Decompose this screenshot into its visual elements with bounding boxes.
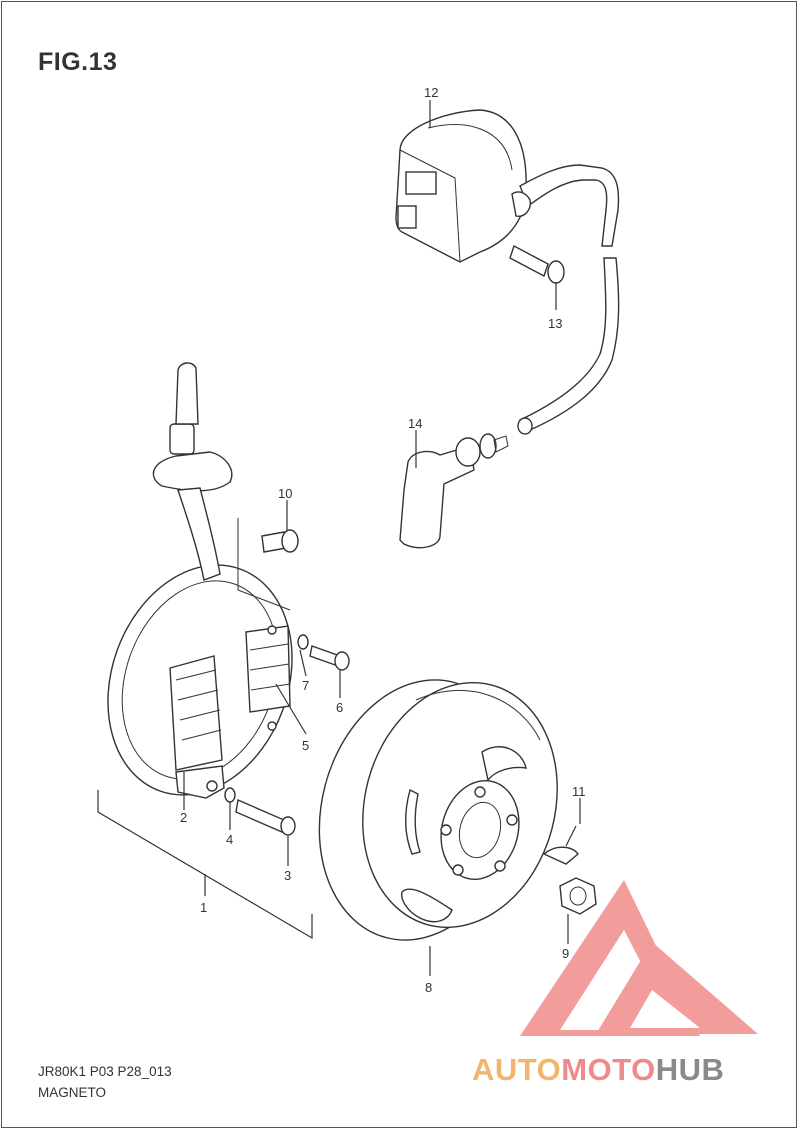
callout-6: 6 [336, 700, 343, 715]
callout-7: 7 [302, 678, 309, 693]
screw-13 [509, 244, 565, 284]
screw-3 [235, 799, 296, 836]
callout-1: 1 [200, 900, 207, 915]
high-tension-lead [517, 257, 620, 435]
callout-13: 13 [548, 316, 562, 331]
brand-auto: AUTO [472, 1052, 562, 1087]
flywheel-rotor [318, 679, 558, 941]
callout-14: 14 [408, 416, 422, 431]
callout-11: 11 [572, 784, 586, 799]
callout-4: 4 [226, 832, 233, 847]
callout-5: 5 [302, 738, 309, 753]
brand-moto: MOTO [561, 1052, 656, 1087]
callout-numbers: 12 13 14 10 7 6 5 2 4 3 1 11 9 8 [180, 85, 586, 995]
watermark-logo-icon [520, 880, 758, 1036]
screw-10 [261, 529, 299, 553]
figure-name: MAGNETO [38, 1085, 107, 1100]
callout-12: 12 [424, 85, 438, 100]
rotor-nut [559, 877, 597, 915]
washer-4 [224, 787, 236, 803]
stator-assembly [107, 362, 293, 799]
screw-6 [309, 645, 350, 671]
woodruff-key [542, 846, 579, 865]
callout-9: 9 [562, 946, 569, 961]
callout-8: 8 [425, 980, 432, 995]
figure-title: FIG.13 [38, 48, 118, 76]
leader-lines [97, 100, 581, 976]
ignition-coil [395, 109, 620, 263]
callout-3: 3 [284, 868, 291, 883]
callout-2: 2 [180, 810, 187, 825]
watermark-brand: AUTOMOTOHUB [472, 1052, 724, 1088]
callout-10: 10 [278, 486, 292, 501]
brand-hub: HUB [655, 1052, 725, 1087]
washer-7 [297, 634, 309, 650]
figure-code: JR80K1 P03 P28_013 [38, 1064, 172, 1079]
spark-plug-cap [399, 433, 509, 549]
